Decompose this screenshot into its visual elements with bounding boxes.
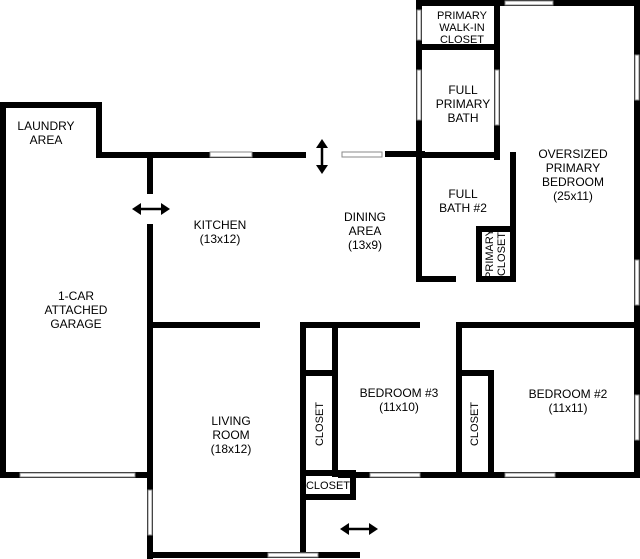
- wall: [300, 470, 356, 476]
- bath-2-label: FULL BATH #2: [439, 187, 487, 215]
- wall: [147, 322, 260, 328]
- living-room-label: LIVING ROOM (18x12): [210, 414, 252, 456]
- primary-bedroom-label: OVERSIZED PRIMARY BEDROOM (25x11): [538, 147, 608, 203]
- wall: [300, 494, 356, 500]
- wall: [510, 152, 516, 282]
- window: [416, 9, 422, 41]
- window: [147, 489, 153, 536]
- wall: [416, 276, 456, 282]
- bedroom-3-closet-label: CLOSET: [314, 401, 326, 447]
- wall: [416, 152, 422, 282]
- wall: [385, 151, 425, 157]
- wall: [147, 152, 153, 194]
- window: [494, 69, 500, 126]
- wall: [300, 370, 338, 376]
- window: [634, 259, 640, 306]
- window: [504, 472, 556, 478]
- wall: [476, 226, 516, 232]
- wall: [0, 102, 6, 477]
- wall: [416, 44, 500, 50]
- window: [19, 472, 136, 478]
- primary-bath-label: FULL PRIMARY BATH: [435, 83, 491, 125]
- bedroom-2-label: BEDROOM #2 (11x11): [528, 387, 608, 415]
- wall: [300, 322, 340, 328]
- dining-door-arrow: [316, 139, 328, 174]
- kitchen-label: KITCHEN (13x12): [193, 218, 247, 246]
- garage-door-arrow: [132, 203, 170, 215]
- window: [416, 69, 422, 121]
- wall: [332, 322, 338, 477]
- wall: [456, 370, 494, 376]
- bedroom-2-closet-label: CLOSET: [469, 401, 481, 447]
- primary-closet-label: PRIMARY CLOSET: [484, 229, 508, 279]
- window: [341, 151, 383, 158]
- wall: [350, 470, 356, 500]
- wall: [460, 322, 640, 328]
- wall: [338, 472, 640, 478]
- garage-label: 1-CAR ATTACHED GARAGE: [44, 289, 108, 331]
- bedroom-3-label: BEDROOM #3 (11x10): [359, 386, 439, 414]
- wall: [634, 0, 640, 478]
- window: [369, 472, 421, 478]
- walk-in-closet-label: PRIMARY WALK-IN CLOSET: [437, 10, 487, 46]
- wall: [476, 276, 516, 282]
- wall: [330, 322, 420, 328]
- window: [634, 54, 640, 101]
- wall: [96, 152, 306, 158]
- window: [267, 552, 319, 558]
- window: [634, 394, 640, 441]
- wall: [300, 322, 306, 552]
- entry-door-arrow: [340, 523, 378, 535]
- laundry-area-label: LAUNDRY AREA: [17, 119, 75, 147]
- wall: [456, 322, 462, 477]
- window: [504, 0, 554, 6]
- wall: [147, 224, 153, 559]
- wall: [147, 552, 360, 558]
- wall: [416, 152, 500, 158]
- dining-area-label: DINING AREA (13x9): [344, 210, 386, 252]
- wall: [0, 102, 101, 108]
- wall: [96, 102, 102, 158]
- window: [209, 151, 253, 158]
- hall-closet-label: CLOSET: [305, 480, 351, 492]
- wall: [488, 370, 494, 477]
- wall: [476, 226, 482, 282]
